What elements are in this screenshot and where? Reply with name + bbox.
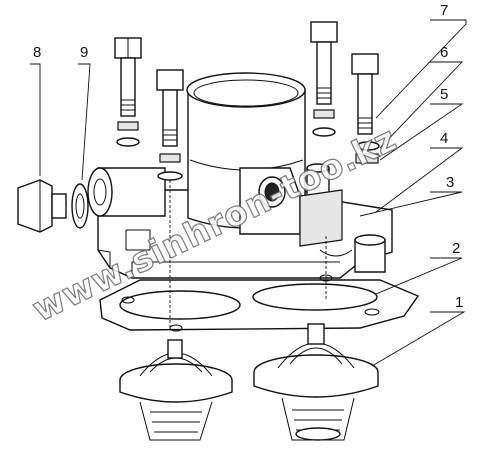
callout-7: 7 bbox=[440, 2, 448, 19]
callout-5: 5 bbox=[440, 86, 448, 103]
callout-3: 3 bbox=[446, 174, 454, 191]
callout-9: 9 bbox=[80, 44, 88, 61]
bolt-1 bbox=[114, 37, 142, 147]
leader-lines bbox=[30, 19, 467, 367]
bolt-2 bbox=[156, 69, 184, 181]
plug bbox=[17, 179, 67, 233]
callout-1: 1 bbox=[455, 294, 463, 311]
thermostat-housing bbox=[87, 72, 393, 279]
gasket bbox=[99, 274, 420, 332]
sealing-ring bbox=[71, 183, 89, 229]
bolt-group bbox=[114, 21, 380, 181]
callout-4: 4 bbox=[440, 130, 448, 147]
thermostat-left bbox=[119, 339, 233, 441]
bolt-3 bbox=[310, 21, 338, 137]
callout-labels: 7 6 5 4 3 2 1 8 9 bbox=[33, 2, 463, 311]
assembly-axes bbox=[169, 180, 327, 330]
thermostat-right bbox=[253, 323, 379, 441]
callout-8: 8 bbox=[33, 44, 41, 61]
bolt-4 bbox=[351, 53, 380, 164]
callout-2: 2 bbox=[452, 240, 460, 257]
callout-6: 6 bbox=[440, 44, 448, 61]
